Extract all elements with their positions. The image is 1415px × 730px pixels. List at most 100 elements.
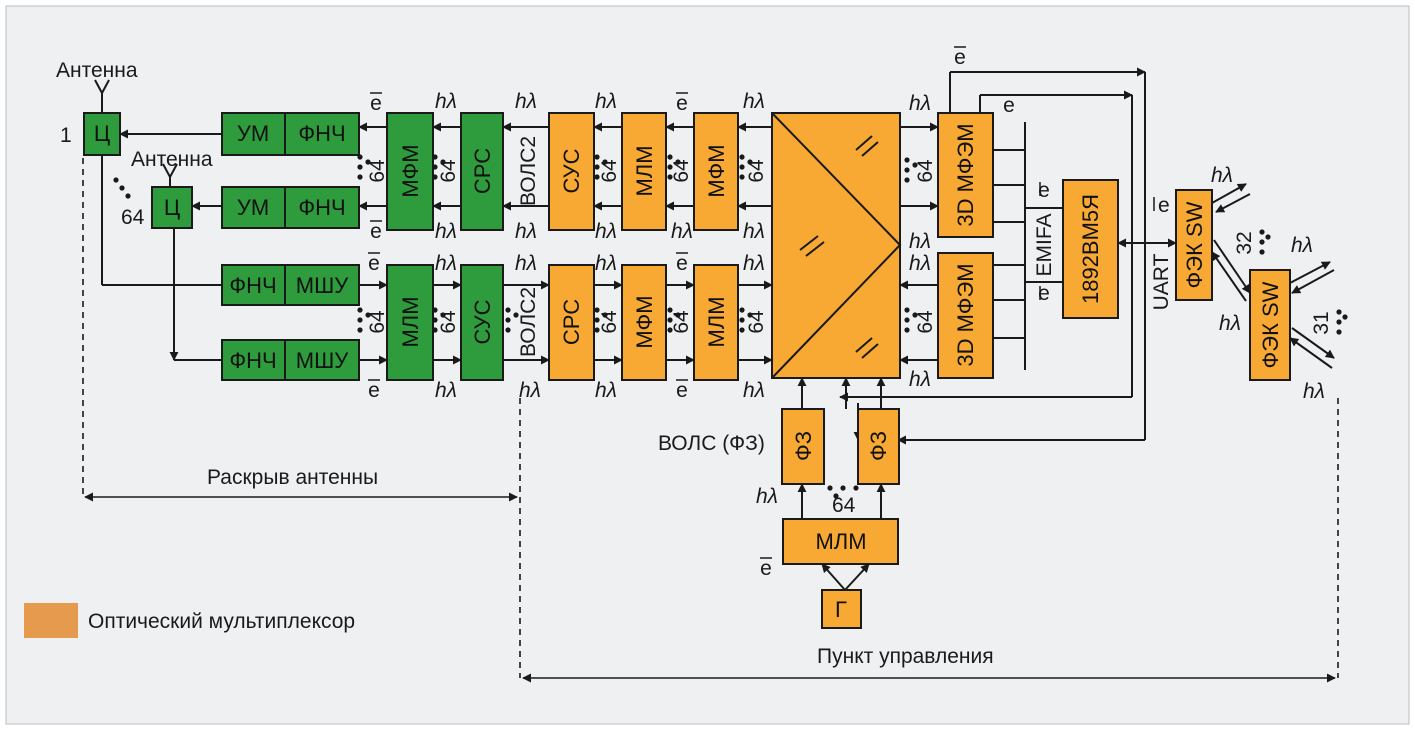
mfem-block-2 (937, 252, 994, 379)
e-label-2: e (370, 220, 382, 243)
hl-label-5: hλ (435, 220, 457, 243)
ch64-fz-label: 64 (832, 494, 856, 517)
e-label-1: e (370, 92, 382, 115)
lpf-block-2 (284, 186, 360, 229)
e-label-7: e (676, 379, 688, 402)
mlm-orange1-label: МЛМ (632, 145, 657, 196)
hl-label-22: hλ (756, 485, 778, 508)
fek-sw-block-1 (1175, 189, 1213, 301)
mfem-block-1 (937, 112, 994, 238)
processor-block (1062, 179, 1119, 319)
hl-label-9: hλ (743, 220, 765, 243)
src-orange-label: СРС (559, 299, 584, 345)
connections (94, 67, 1335, 591)
fz-block-1 (781, 408, 825, 485)
lna-block-2 (284, 339, 360, 381)
e-label-6: e (676, 252, 688, 275)
mfm-orange-block-1 (693, 112, 739, 231)
hl-label-11: hλ (515, 252, 537, 275)
hl-label-19: hλ (909, 230, 931, 253)
gen-label: Г (835, 597, 847, 622)
ellipsis-dots (113, 154, 1348, 499)
amplifier-block-1 (221, 112, 286, 156)
mlm-orange2-label: МЛМ (704, 296, 729, 347)
hl-label-23: hλ (1211, 164, 1233, 187)
um2-label: УМ (237, 195, 269, 220)
e-label-12: e (760, 557, 772, 580)
fek-sw-block-2 (1249, 269, 1291, 381)
fek1-label: ФЭК SW (1182, 201, 1207, 288)
cpu-label: 1892ВМ5Я (1078, 194, 1103, 304)
mfem1-label: 3D МФЭМ (953, 123, 978, 226)
hl-label-18: hλ (909, 92, 931, 115)
mshu2-label: МШУ (296, 348, 349, 373)
legend-swatch (24, 603, 78, 638)
fnch4-label: ФНЧ (229, 348, 276, 373)
ch64-sus-bottom: 64 (437, 310, 460, 334)
hl-label-16: hλ (595, 379, 617, 402)
circulator-block-1 (83, 112, 121, 156)
ch64-mfm-top2: 64 (745, 159, 768, 183)
um1-label: УМ (237, 121, 269, 146)
hl-label-24: hλ (1291, 234, 1313, 257)
processor-e-label: e (1158, 194, 1170, 217)
e-label-5: e (676, 92, 688, 115)
ch64-mlm-top: 64 (670, 159, 693, 183)
hl-label-15: hλ (519, 379, 541, 402)
hl-label-1: hλ (435, 90, 457, 113)
aperture-label: Раскрыв антенны (207, 466, 378, 489)
e-overbars (368, 46, 1155, 559)
hl-label-26: hλ (1303, 380, 1325, 403)
fnch1-label: ФНЧ (298, 121, 345, 146)
channel-64-label: 64 (121, 206, 145, 229)
sus-orange-label: СУС (559, 148, 584, 193)
emifa-label: EMIFA (1033, 213, 1056, 276)
ch64-mfm-top: 64 (366, 159, 389, 183)
fz2-label: ФЗ (866, 431, 891, 461)
fz1-label: ФЗ (791, 431, 816, 461)
ch64-src-top: 64 (437, 159, 460, 183)
mfm-orange2-label: МФМ (632, 295, 657, 348)
e-label-10: e (1038, 179, 1050, 202)
sus-orange-block (548, 112, 595, 231)
mlm-gen-label: МЛМ (815, 529, 866, 554)
hl-label-4: hλ (743, 90, 765, 113)
mlm-orange-block-1 (621, 112, 667, 231)
hl-label-17: hλ (743, 379, 765, 402)
mlm-green-label: МЛМ (398, 296, 423, 347)
fnch2-label: ФНЧ (298, 195, 345, 220)
lpf-block-4 (221, 339, 286, 381)
hl-label-14: hλ (435, 379, 457, 402)
e-label-11: e (1038, 282, 1050, 305)
antenna-label-1: Антенна (56, 59, 138, 82)
mfm-orange-block-2 (621, 264, 667, 381)
ch64-mfem-top: 64 (914, 159, 937, 183)
vols2-bottom-label: ВОЛС2 (517, 287, 540, 357)
hl-label-2: hλ (515, 90, 537, 113)
optical-switch-matrix (771, 112, 901, 379)
fz-block-2 (857, 408, 900, 485)
sus-green-block (460, 264, 504, 381)
blocks (83, 112, 1291, 629)
hl-label-3: hλ (595, 90, 617, 113)
lpf-block-1 (284, 112, 360, 156)
hl-label-13: hλ (743, 252, 765, 275)
vols2-top-label: ВОЛС2 (517, 136, 540, 206)
e-label-9: e (1003, 94, 1015, 117)
ch64-src-bottom: 64 (598, 310, 621, 334)
fnch3-label: ФНЧ (229, 273, 276, 298)
mfm-green-block (386, 112, 434, 231)
hl-label-20: hλ (909, 252, 931, 275)
src-green-label: СРС (470, 148, 495, 194)
hl-label-8: hλ (671, 220, 693, 243)
switch-matrix-internals (771, 112, 902, 379)
mlm-orange-block-2 (693, 264, 739, 381)
mfm-green-label: МФМ (398, 144, 423, 197)
dimension-lines (82, 158, 1339, 683)
hl-label-21: hλ (909, 368, 931, 391)
hl-label-12: hλ (595, 252, 617, 275)
c2-label: Ц (164, 195, 180, 220)
c1-label: Ц (94, 121, 110, 146)
